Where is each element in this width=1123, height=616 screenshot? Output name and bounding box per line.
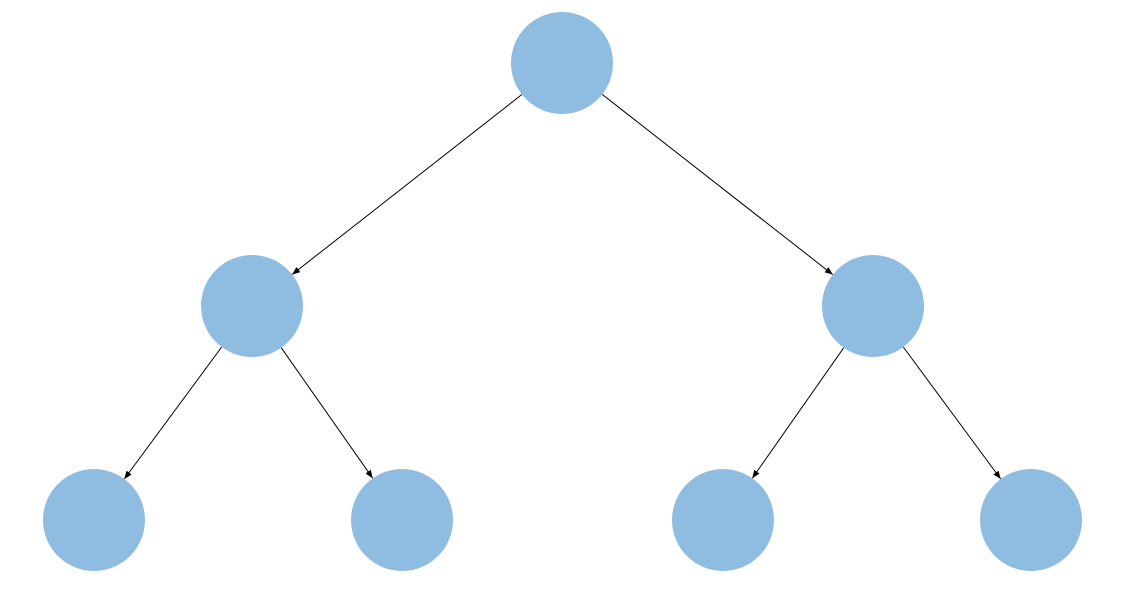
tree-node-n1: [201, 255, 303, 357]
edges-layer: [123, 94, 1002, 480]
tree-node-n4: [351, 469, 453, 571]
edge-n2-n5: [751, 347, 845, 479]
edge-n2-n6: [902, 346, 1002, 480]
edge-n0-n1: [291, 94, 523, 275]
tree-node-n5: [672, 469, 774, 571]
edge-n1-n3: [123, 346, 223, 480]
edge-n0-n2: [601, 94, 834, 275]
tree-node-n0: [511, 12, 613, 114]
edge-n1-n4: [280, 347, 374, 479]
tree-node-n3: [43, 469, 145, 571]
tree-node-n2: [822, 255, 924, 357]
tree-node-n6: [980, 469, 1082, 571]
nodes-layer: [43, 12, 1082, 571]
